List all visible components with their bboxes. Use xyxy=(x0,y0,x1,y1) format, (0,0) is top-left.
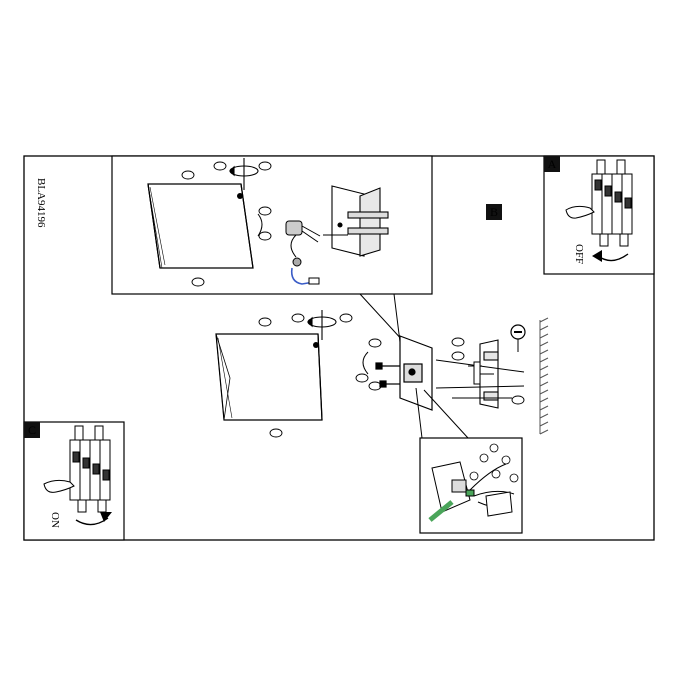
screw-icon xyxy=(375,362,400,388)
switch-off-label: OFF xyxy=(573,244,585,264)
wall-icon xyxy=(539,317,549,435)
top-inset-frame xyxy=(111,155,433,295)
breaker-icon xyxy=(591,159,633,247)
panel-c-label: C xyxy=(28,423,36,437)
hand-icon xyxy=(43,479,75,493)
panel-c: C ON xyxy=(23,421,125,541)
zoom-line xyxy=(415,387,423,439)
part-markers-main xyxy=(258,313,382,438)
arrow-head xyxy=(592,250,602,262)
screwdriver-icon xyxy=(510,324,526,352)
part-marker xyxy=(511,395,525,405)
panel-b-label-box xyxy=(486,204,502,220)
rotate-arrow-icon xyxy=(307,310,337,340)
cube-hole xyxy=(313,342,319,348)
panel-b-label: B xyxy=(490,205,498,219)
panel-a-label: A xyxy=(548,157,557,171)
part-marker xyxy=(451,337,465,347)
main-assembly xyxy=(215,310,549,438)
cube-hole xyxy=(237,193,243,199)
zoom-line xyxy=(423,389,469,439)
part-markers-wiring xyxy=(469,443,519,483)
bracket-icon xyxy=(331,185,389,257)
part-marker xyxy=(451,351,465,361)
model-code: BLA94196 xyxy=(35,178,47,228)
panel-a: A OFF xyxy=(543,155,655,275)
lamp-cube-icon xyxy=(147,183,254,269)
panel-c-label-box xyxy=(24,422,40,438)
switch-on-label: ON xyxy=(49,512,61,528)
wiring-inset xyxy=(419,437,523,534)
top-inset xyxy=(111,155,433,295)
zoom-line xyxy=(359,293,405,343)
part-markers-top xyxy=(181,161,272,287)
wall-plate xyxy=(399,335,433,411)
terminal-block-icon xyxy=(428,461,515,522)
zoom-line xyxy=(393,293,401,343)
arrow-head xyxy=(100,512,112,522)
screw-icon xyxy=(435,359,525,399)
rotate-arrow-icon xyxy=(229,158,259,190)
lamp-cube-icon xyxy=(215,333,323,421)
hand-icon xyxy=(565,205,595,219)
socket-assembly xyxy=(285,220,321,285)
panel-a-label-box xyxy=(544,156,560,172)
breaker-icon xyxy=(69,425,111,513)
